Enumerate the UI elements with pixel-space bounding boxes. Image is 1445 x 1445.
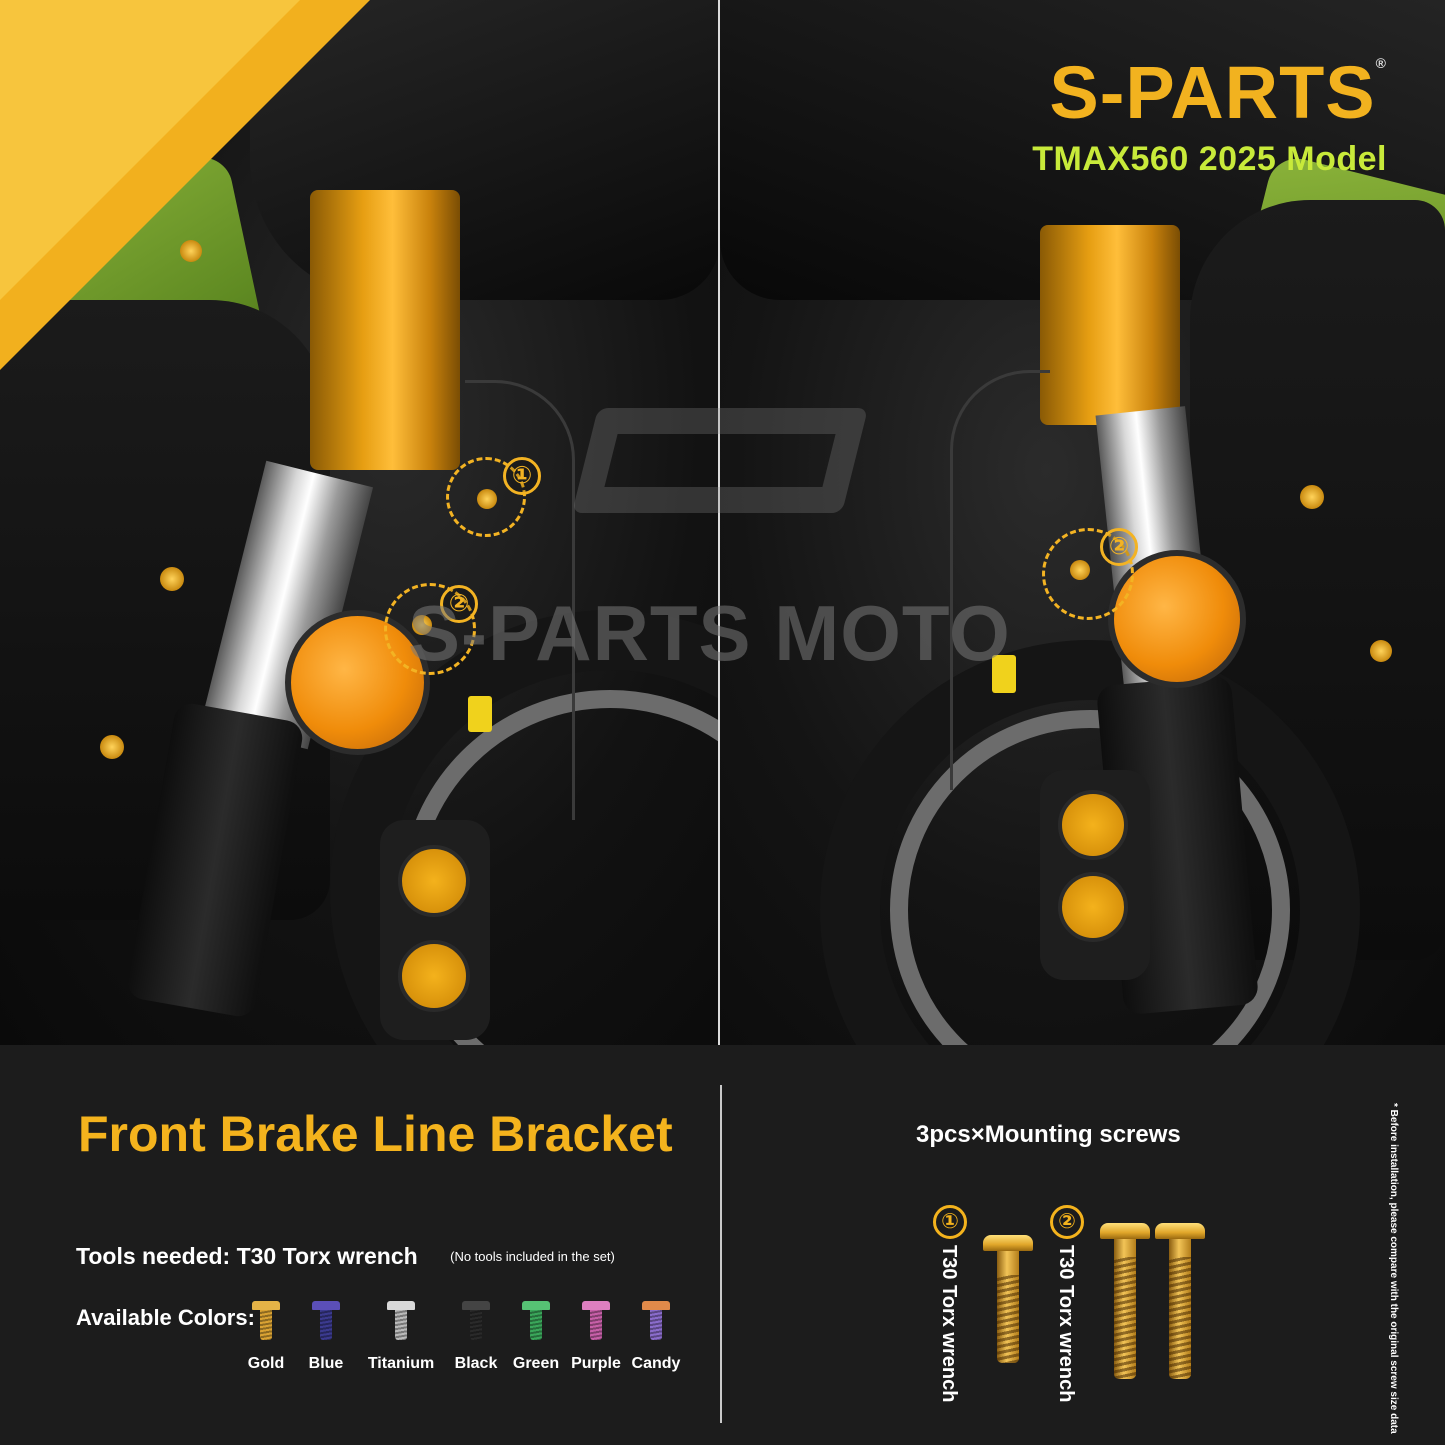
fork-upper-gold	[1040, 225, 1180, 425]
info-divider	[720, 1085, 722, 1423]
brand-logo-text: S-PARTS®	[1049, 51, 1387, 134]
watermark-logo	[571, 408, 869, 513]
gold-corner-accent	[0, 0, 300, 300]
bolt-icon	[642, 1301, 670, 1341]
tools-note: (No tools included in the set)	[450, 1249, 615, 1264]
photo-right-panel: ②	[720, 0, 1445, 1045]
fairing-screw	[160, 567, 184, 591]
color-swatch-gold[interactable]: Gold	[236, 1301, 296, 1373]
color-swatch-titanium[interactable]: Titanium	[356, 1301, 446, 1373]
color-swatch-green[interactable]: Green	[506, 1301, 566, 1373]
screw-group-number: ②	[1050, 1205, 1084, 1239]
callout-circle-2	[1042, 528, 1134, 620]
brake-hose	[950, 370, 1050, 790]
callout-circle-1	[446, 457, 526, 537]
caliper-cap-top	[1058, 790, 1128, 860]
screw-image	[983, 1235, 1033, 1365]
callout-number-2: ②	[440, 585, 478, 623]
screw-group-1: ① T30 Torx wrench	[933, 1205, 1033, 1402]
screw-group-number: ①	[933, 1205, 967, 1239]
product-photo: ① ② ② S-PARTS MOTO S-PARTS® TMAX560 2025…	[0, 0, 1445, 1045]
photo-left-panel: ① ②	[0, 0, 718, 1045]
tools-needed-label: Tools needed: T30 Torx wrench	[76, 1243, 418, 1269]
screw-image	[1100, 1223, 1150, 1383]
watermark-text: S-PARTS MOTO	[408, 589, 1011, 677]
bolt-icon	[522, 1301, 550, 1341]
color-name: Titanium	[367, 1355, 435, 1372]
panel-divider	[718, 0, 720, 1045]
callout-circle-2	[384, 583, 476, 675]
color-name: Purple	[571, 1355, 621, 1372]
hose-tag	[992, 655, 1016, 693]
color-name: Blue	[308, 1355, 344, 1372]
bolt-icon	[312, 1301, 340, 1341]
callout-number-2: ②	[1100, 528, 1138, 566]
product-info-section: Front Brake Line Bracket Tools needed: T…	[0, 1045, 1445, 1445]
callout-number-1: ①	[503, 457, 541, 495]
model-label: TMAX560 2025 Model	[1032, 140, 1387, 178]
caliper-cap-bottom	[1058, 872, 1128, 942]
fairing-screw	[1370, 640, 1392, 662]
screw-group-2: ② T30 Torx wrench	[1050, 1205, 1205, 1402]
hose-tag	[468, 696, 492, 732]
fairing-screw	[1300, 485, 1324, 509]
available-colors-label: Available Colors:	[76, 1305, 255, 1330]
brand-block: S-PARTS® TMAX560 2025 Model	[1032, 56, 1387, 179]
screw-group-label: T30 Torx wrench	[938, 1245, 960, 1403]
fairing-screw	[100, 735, 124, 759]
color-name: Green	[512, 1355, 560, 1372]
color-swatch-black[interactable]: Black	[446, 1301, 506, 1373]
color-swatches: Gold Blue Titanium Black Green Purple Ca…	[236, 1301, 686, 1373]
color-swatch-blue[interactable]: Blue	[296, 1301, 356, 1373]
bolt-icon	[387, 1301, 415, 1341]
screw-image	[1155, 1223, 1205, 1383]
caliper-cap-top	[398, 845, 470, 917]
bolt-icon	[252, 1301, 280, 1341]
installation-note: * Before installation, please compare wi…	[1388, 1103, 1399, 1434]
color-swatch-candy[interactable]: Candy	[626, 1301, 686, 1373]
screw-group-label: T30 Torx wrench	[1055, 1245, 1077, 1403]
color-swatch-purple[interactable]: Purple	[566, 1301, 626, 1373]
color-name: Candy	[631, 1355, 681, 1372]
caliper-cap-bottom	[398, 940, 470, 1012]
product-title: Front Brake Line Bracket	[78, 1106, 673, 1162]
screws-title: 3pcs×Mounting screws	[916, 1121, 1181, 1148]
bolt-icon	[582, 1301, 610, 1341]
color-name: Gold	[247, 1355, 285, 1372]
tools-row: Tools needed: T30 Torx wrench (No tools …	[76, 1243, 615, 1270]
bolt-icon	[462, 1301, 490, 1341]
color-name: Black	[454, 1355, 498, 1372]
